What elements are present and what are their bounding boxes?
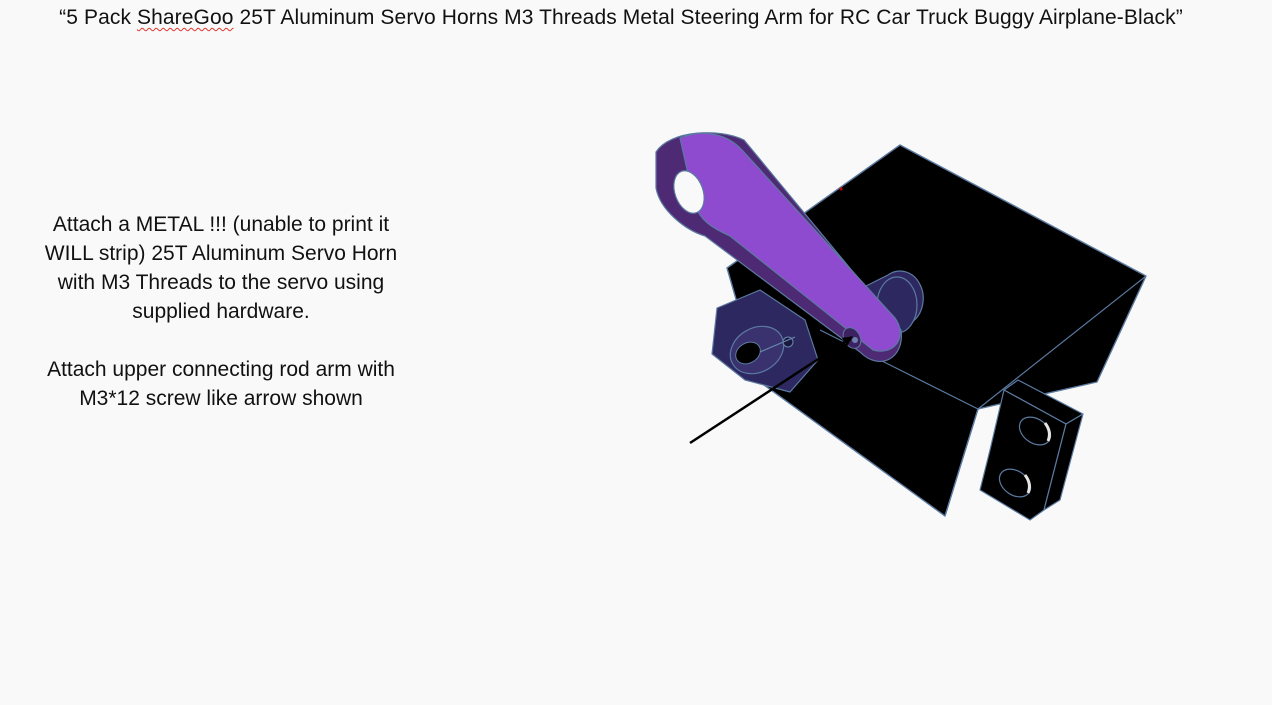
title-open-quote: “ (59, 6, 67, 29)
red-dot (839, 187, 843, 191)
title-rest: 25T Aluminum Servo Horns M3 Threads Meta… (233, 6, 1176, 29)
mounting-tab (979, 379, 1084, 521)
page-title: “5 Pack ShareGoo 25T Aluminum Servo Horn… (0, 6, 1242, 30)
instruction-paragraph-1: Attach a METAL !!! (unable to print it W… (44, 213, 398, 323)
title-brand-misspelled: ShareGoo (136, 6, 234, 29)
instruction-paragraph-2: Attach upper connecting rod arm with M3*… (47, 358, 395, 410)
title-close-quote: ” (1175, 6, 1183, 29)
title-prefix: 5 Pack (66, 6, 137, 29)
servo-horn-hub (711, 289, 819, 393)
pointer-arrow (689, 335, 853, 445)
servo-illustration (655, 132, 1147, 521)
instructions-textbox: Attach a METAL !!! (unable to print it W… (30, 210, 412, 413)
